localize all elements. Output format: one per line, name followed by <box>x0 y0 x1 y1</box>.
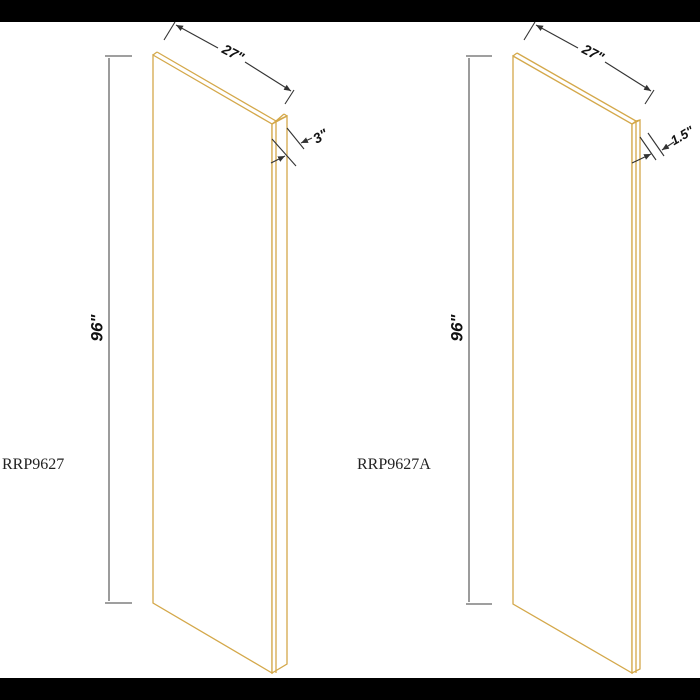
height-dimension-label: 96" <box>447 314 467 342</box>
height-dimension-label: 96" <box>87 314 107 342</box>
model-label: RRP9627A <box>357 456 431 473</box>
panel-outline <box>512 52 641 675</box>
thickness-dimension-line <box>270 127 313 167</box>
width-dimension-line <box>163 21 295 105</box>
panel-outline <box>152 51 288 675</box>
model-label: RRP9627 <box>2 456 65 473</box>
height-dimension-line <box>105 55 132 604</box>
height-dimension-line <box>466 55 492 605</box>
panel-rrp9627 <box>105 21 313 675</box>
width-dimension-line <box>523 21 655 105</box>
panel-rrp9627a <box>466 21 675 675</box>
thickness-dimension-line <box>631 132 675 164</box>
